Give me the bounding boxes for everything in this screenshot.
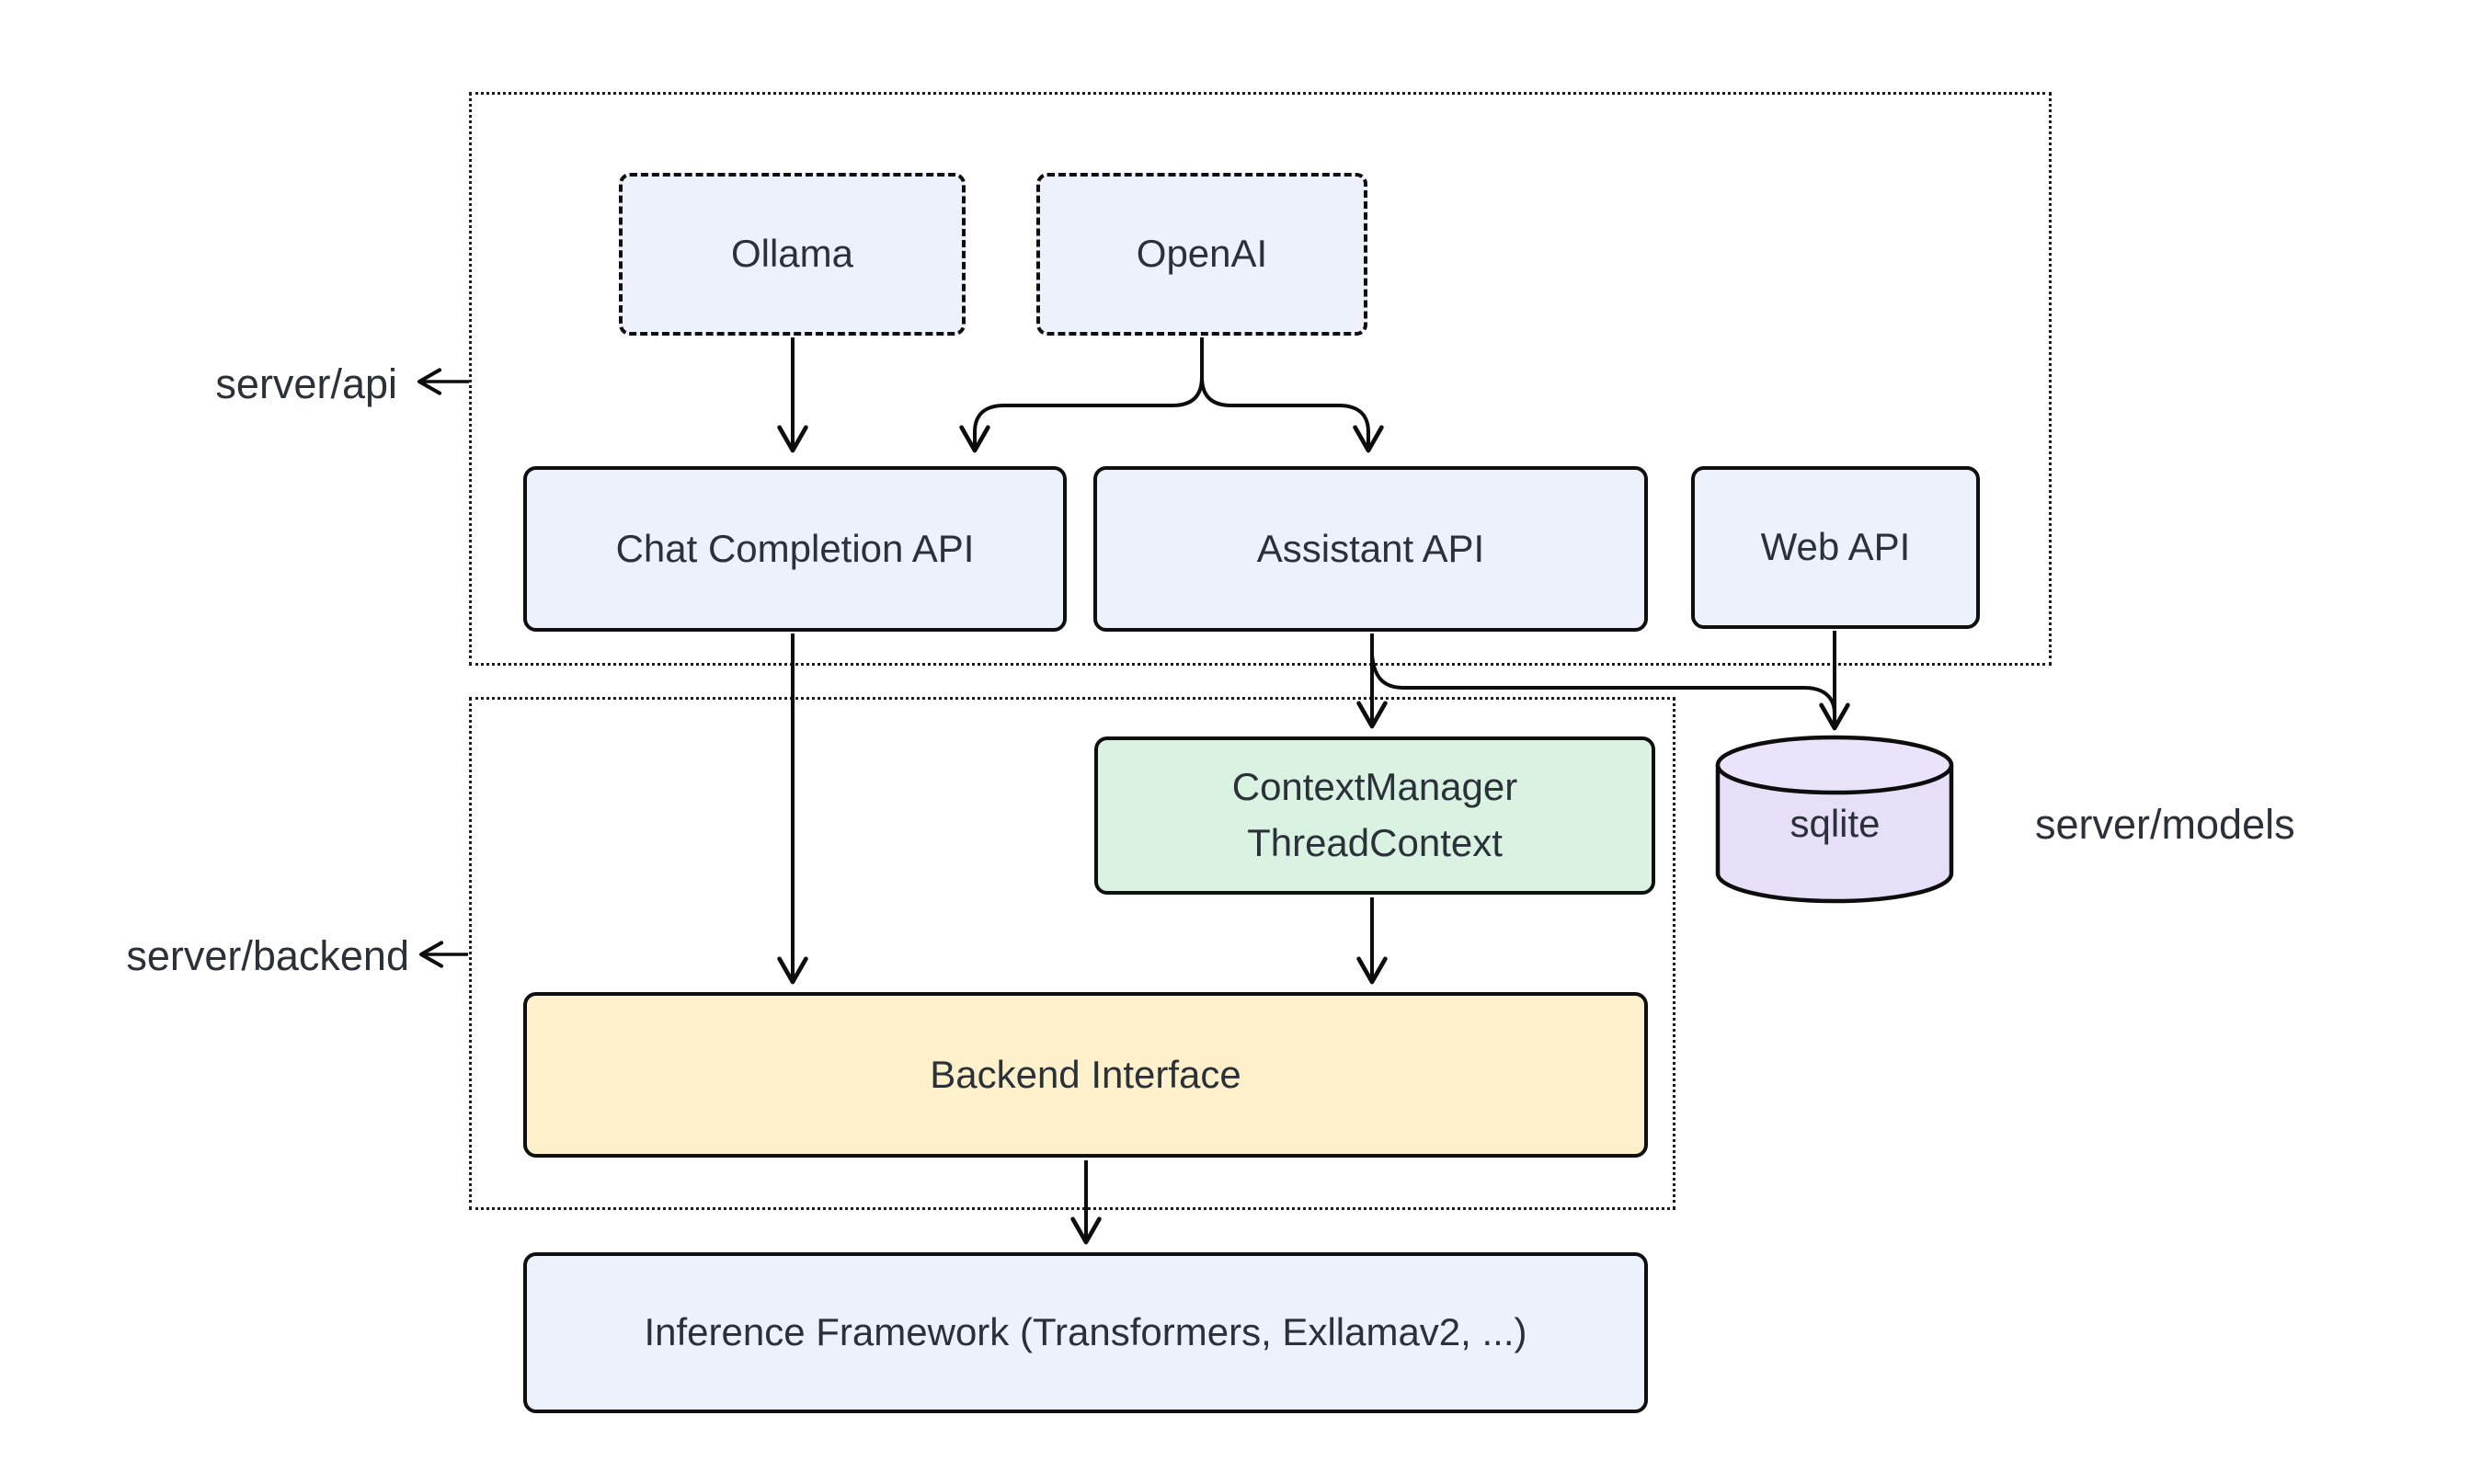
node-web-api-label: Web API — [1760, 525, 1911, 569]
group-server-api — [469, 92, 2052, 666]
node-context-manager: ContextManager ThreadContext — [1094, 736, 1655, 895]
label-server-backend: server/backend — [126, 932, 409, 979]
node-ollama: Ollama — [619, 173, 966, 336]
label-server-api: server/api — [215, 360, 397, 407]
group-server-backend — [469, 697, 1675, 1210]
node-inference-framework-label: Inference Framework (Transformers, Exlla… — [644, 1310, 1527, 1354]
node-context-manager-line2: ThreadContext — [1247, 821, 1503, 864]
node-ollama-label: Ollama — [730, 232, 854, 276]
node-sqlite-label: sqlite — [1790, 802, 1881, 845]
node-backend-interface: Backend Interface — [523, 992, 1648, 1158]
node-openai-label: OpenAI — [1136, 232, 1268, 276]
node-context-manager-line1: ContextManager — [1231, 765, 1518, 809]
node-inference-framework: Inference Framework (Transformers, Exlla… — [523, 1252, 1648, 1413]
node-assistant-api-label: Assistant API — [1256, 526, 1485, 570]
node-web-api: Web API — [1691, 466, 1980, 629]
node-chat-completion-api: Chat Completion API — [523, 466, 1067, 632]
node-chat-completion-api-label: Chat Completion API — [615, 526, 975, 570]
node-assistant-api: Assistant API — [1093, 466, 1648, 632]
label-server-models: server/models — [2035, 801, 2295, 848]
node-openai: OpenAI — [1036, 173, 1367, 336]
node-backend-interface-label: Backend Interface — [930, 1052, 1241, 1096]
